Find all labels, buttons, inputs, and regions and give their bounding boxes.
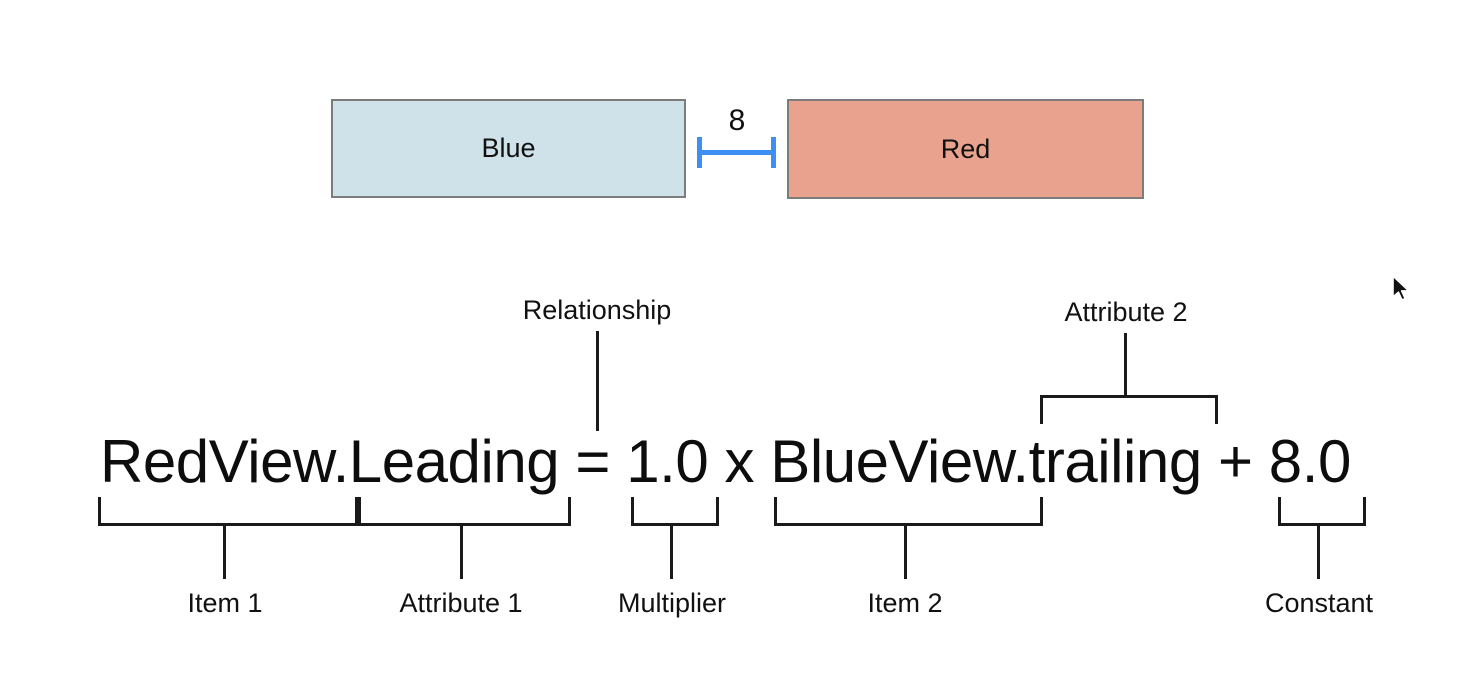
multiplier-bracket (631, 497, 719, 526)
callout-attribute1-label: Attribute 1 (399, 588, 523, 618)
blue-view-box: Blue (331, 99, 686, 198)
attribute2-bracket (1040, 395, 1218, 424)
callout-relationship-line (596, 331, 599, 431)
attribute1-tick (460, 526, 463, 579)
multiplier-tick (670, 526, 673, 579)
spacing-left-cap (697, 137, 702, 168)
constant-tick (1317, 526, 1320, 579)
constant-bracket (1278, 497, 1366, 526)
red-view-label: Red (940, 133, 991, 164)
item1-bracket (98, 497, 358, 526)
spacing-value: 8 (728, 104, 746, 137)
spacing-right-cap (771, 137, 776, 168)
spacing-bar (699, 150, 773, 155)
callout-multiplier-label: Multiplier (617, 588, 727, 618)
constraint-equation: RedView.Leading = 1.0 x BlueView.trailin… (100, 428, 1351, 495)
callout-constant-label: Constant (1264, 588, 1374, 618)
attribute1-bracket (358, 497, 571, 526)
mouse-cursor (1392, 275, 1410, 301)
blue-view-label: Blue (481, 133, 536, 163)
item2-tick (904, 526, 907, 579)
item1-tick (223, 526, 226, 579)
callout-attribute2-line (1124, 333, 1127, 395)
item2-bracket (774, 497, 1043, 526)
callout-item1-label: Item 1 (187, 588, 263, 618)
callout-attribute2-label: Attribute 2 (1064, 297, 1188, 327)
red-view-box: Red (787, 99, 1144, 199)
callout-item2-label: Item 2 (867, 588, 943, 618)
callout-relationship-label: Relationship (522, 295, 672, 325)
